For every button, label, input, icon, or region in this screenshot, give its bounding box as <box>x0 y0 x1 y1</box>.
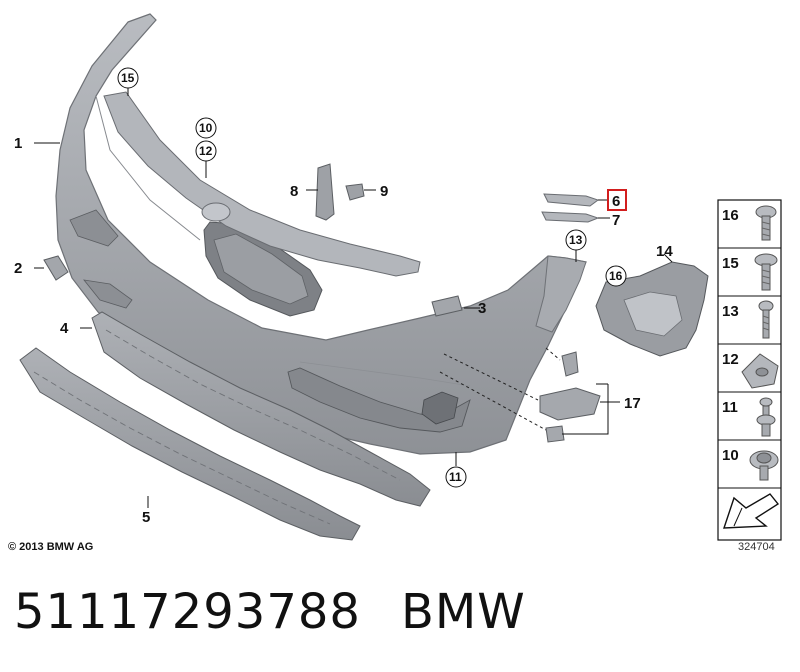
clip-nut-12-icon <box>741 353 779 389</box>
label-15: 15 <box>121 71 135 85</box>
label-6: 6 <box>612 193 620 210</box>
panel-label-15: 15 <box>722 255 739 272</box>
label-11: 11 <box>449 470 462 484</box>
clip-part-9 <box>345 183 365 201</box>
screw-13-icon <box>758 300 774 339</box>
panel-label-13: 13 <box>722 303 739 320</box>
panel-label-11: 11 <box>722 399 738 416</box>
panel-label-12: 12 <box>722 351 739 368</box>
label-1: 1 <box>14 135 22 152</box>
upper-carrier-part <box>103 91 421 277</box>
diagram-reference-number: 324704 <box>738 541 775 553</box>
bumper-side-section <box>535 255 587 333</box>
arrow-symbol-icon <box>723 493 780 529</box>
brand-name: BMW <box>400 584 526 640</box>
label-12: 12 <box>199 144 213 158</box>
fastener-panel: 16 15 13 12 11 10 <box>717 199 782 541</box>
label-9: 9 <box>380 183 388 200</box>
label-10: 10 <box>199 121 213 135</box>
label-7: 7 <box>612 212 620 229</box>
label-2: 2 <box>14 260 22 277</box>
label-8: 8 <box>290 183 298 200</box>
cover-cap-part-2 <box>43 255 69 281</box>
copyright-notice: © 2013 BMW AG <box>8 541 94 553</box>
screw-16-icon <box>755 205 777 241</box>
label-3: 3 <box>478 300 486 317</box>
rivet-11-icon <box>756 397 776 437</box>
bracket-part-17 <box>539 351 601 443</box>
label-5: 5 <box>142 509 150 526</box>
bracket-part-8 <box>315 163 335 221</box>
label-17: 17 <box>624 395 641 412</box>
guide-bracket-part-7 <box>541 211 600 223</box>
panel-label-16: 16 <box>722 207 739 224</box>
label-13: 13 <box>569 233 583 247</box>
label-14: 14 <box>656 243 673 260</box>
label-4: 4 <box>60 320 69 337</box>
bottom-deflector-part-5 <box>19 347 361 541</box>
screw-15-icon <box>754 253 778 291</box>
guide-bracket-part-6 <box>543 193 600 207</box>
label-16: 16 <box>609 269 623 283</box>
panel-label-10: 10 <box>722 447 739 464</box>
cover-cap-part-3 <box>431 295 463 317</box>
caption: 51117293788 BMW <box>14 584 566 640</box>
washer-nut-10-icon <box>749 450 779 481</box>
part-number: 51117293788 <box>14 584 361 640</box>
bumper-trim-part <box>55 13 587 455</box>
lower-reinforcement-part-4 <box>91 311 431 507</box>
highlight-box <box>607 189 627 211</box>
